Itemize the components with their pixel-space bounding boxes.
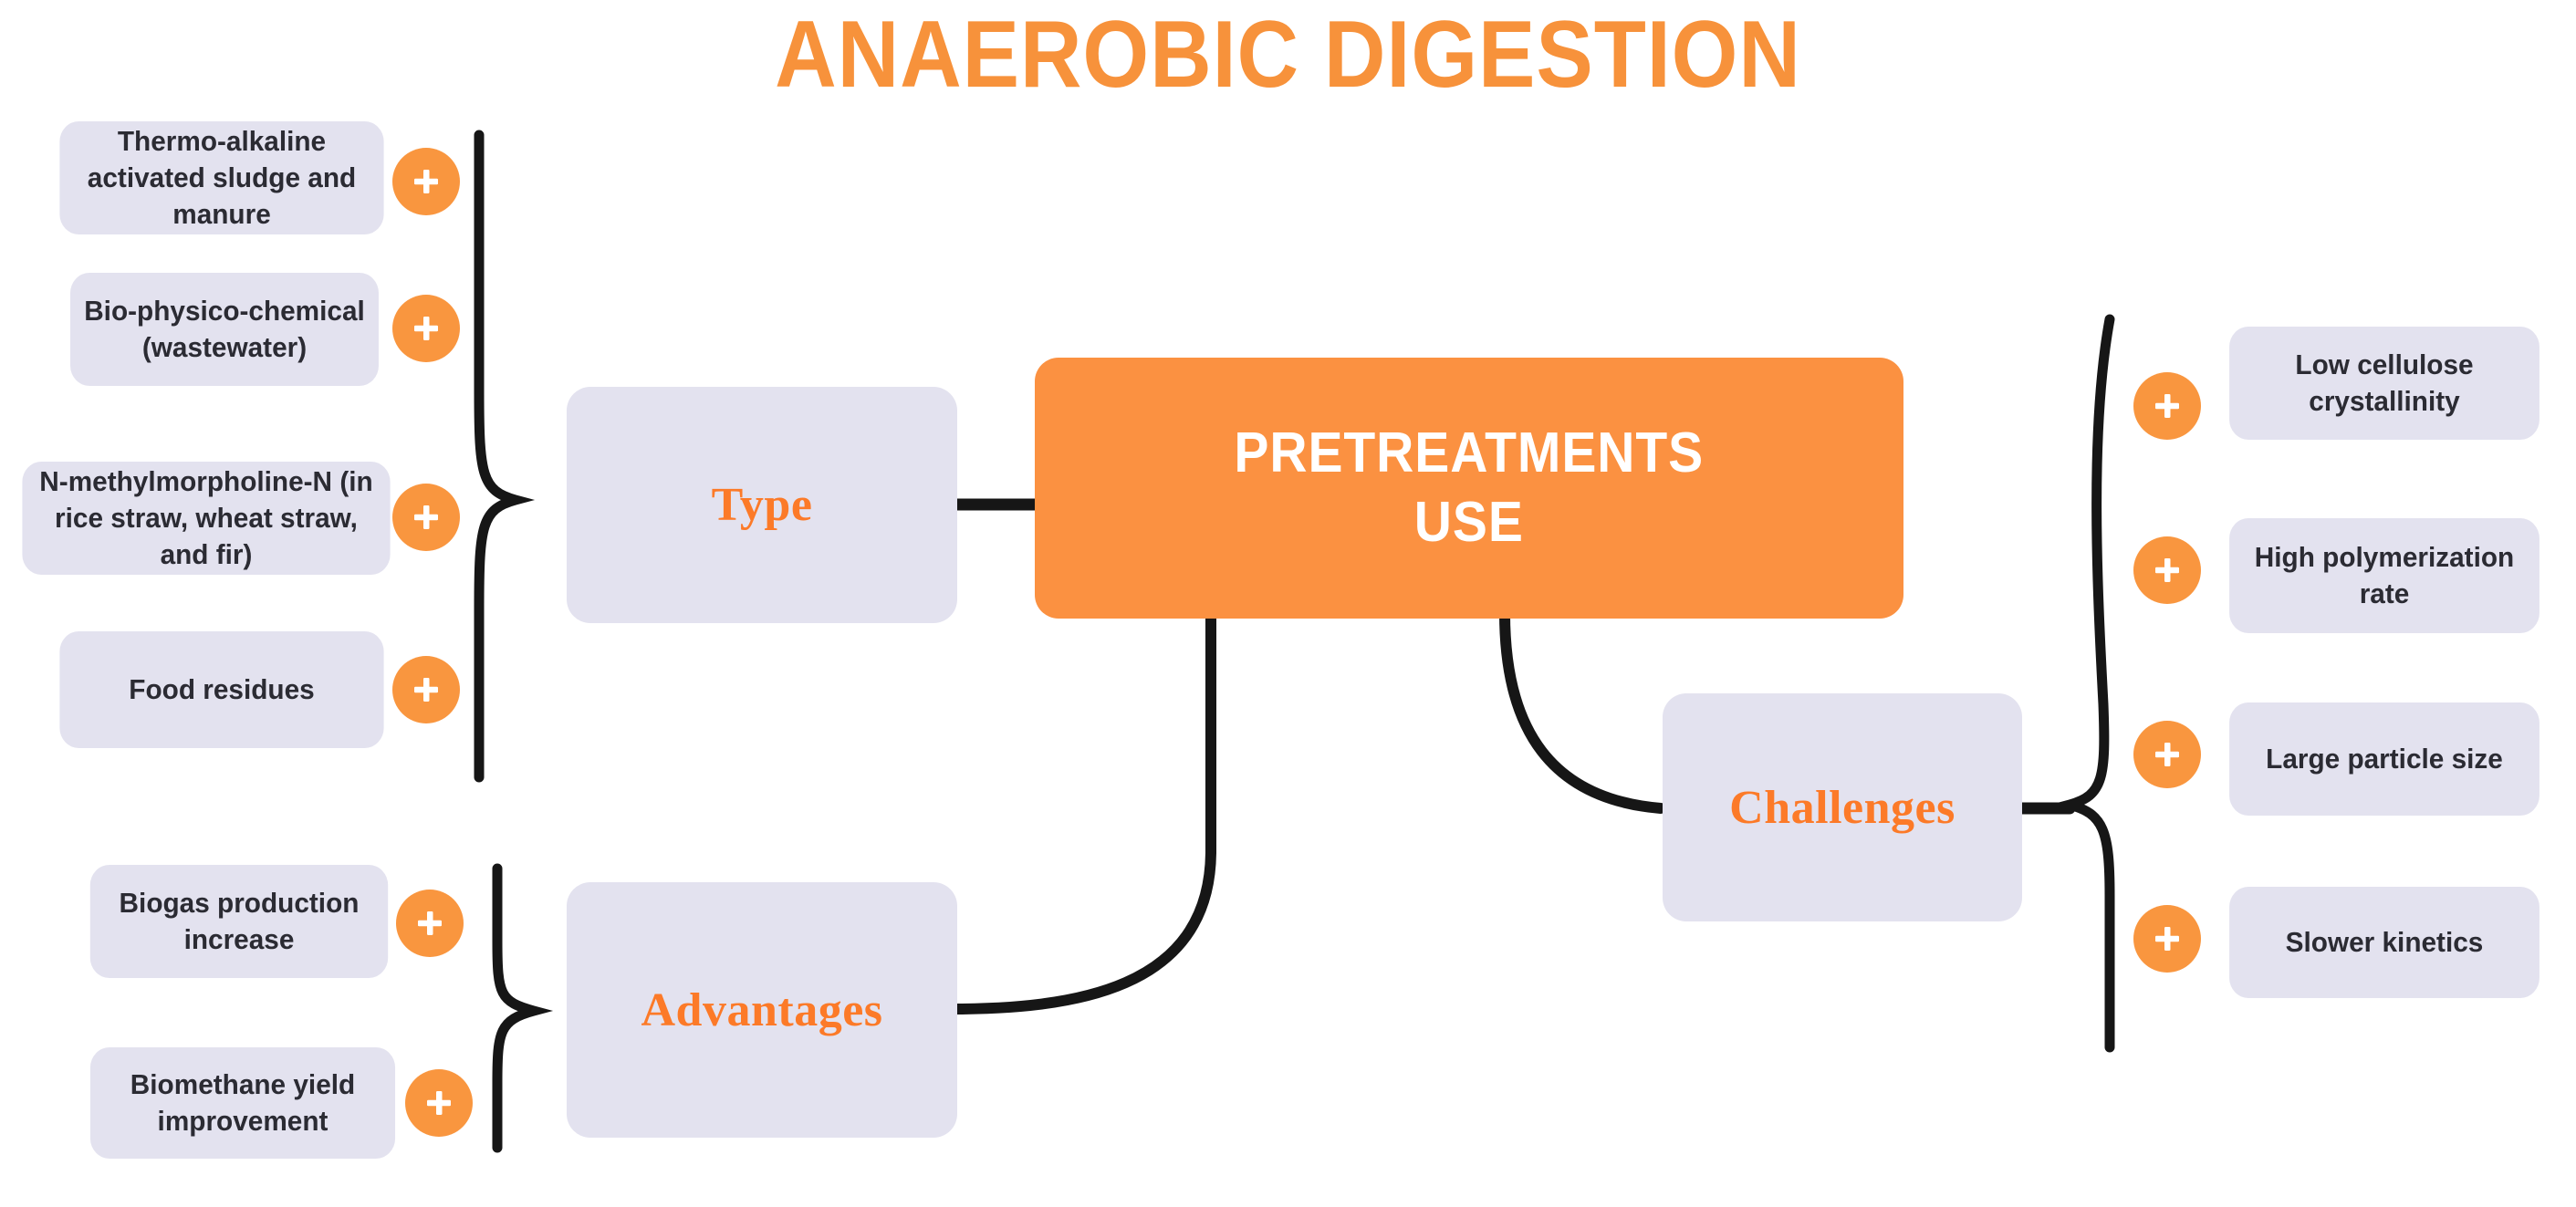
list-item-label: Low cellulose crystallinity [2295, 348, 2474, 417]
list-item-label: N-methylmorpholine-N (in rice straw, whe… [39, 464, 373, 571]
list-item[interactable]: High polymerization rate [2229, 518, 2539, 633]
list-item[interactable]: N-methylmorpholine-N (in rice straw, whe… [22, 462, 391, 575]
brace-advantages [492, 863, 554, 1153]
plus-icon[interactable] [392, 295, 460, 362]
plus-icon[interactable] [2133, 372, 2201, 440]
list-item[interactable]: Bio-physico-chemical (wastewater) [70, 273, 379, 386]
plus-icon[interactable] [2133, 536, 2201, 604]
branch-node-challenges[interactable]: Challenges [1663, 693, 2022, 921]
branch-label: Type [711, 479, 813, 531]
list-item-label: Biogas production increase [119, 886, 360, 955]
list-item-label: Food residues [129, 672, 315, 705]
list-item[interactable]: Slower kinetics [2229, 887, 2539, 998]
link-advantages-to-center [944, 608, 1216, 1015]
plus-icon[interactable] [405, 1069, 473, 1137]
branch-node-advantages[interactable]: Advantages [567, 882, 957, 1138]
list-item[interactable]: Biogas production increase [89, 865, 389, 978]
link-center-to-challenges [1499, 608, 1666, 814]
center-node-line-1: PRETREATMENTS [1234, 421, 1705, 485]
list-item[interactable]: Thermo-alkaline activated sludge and man… [59, 121, 384, 234]
branch-label: Advantages [641, 983, 883, 1036]
list-item[interactable]: Low cellulose crystallinity [2229, 327, 2539, 440]
center-node-line-2: USE [1413, 491, 1525, 554]
list-item-label: High polymerization rate [2254, 540, 2515, 609]
page-title: ANAEROBIC DIGESTION [775, 2, 1801, 108]
center-node[interactable]: PRETREATMENTS USE [1035, 358, 1903, 619]
brace-challenges [2049, 314, 2115, 1053]
plus-icon[interactable] [392, 148, 460, 215]
list-item-label: Biomethane yield improvement [130, 1067, 356, 1137]
branch-label: Challenges [1729, 781, 1955, 834]
list-item[interactable]: Biomethane yield improvement [89, 1047, 396, 1159]
list-item-label: Bio-physico-chemical (wastewater) [84, 294, 365, 363]
list-item-label: Slower kinetics [2285, 925, 2484, 958]
brace-type [474, 130, 536, 783]
plus-icon[interactable] [2133, 905, 2201, 973]
plus-icon[interactable] [2133, 721, 2201, 788]
list-item-label: Large particle size [2266, 742, 2503, 775]
list-item[interactable]: Large particle size [2229, 702, 2539, 816]
plus-icon[interactable] [392, 656, 460, 723]
plus-icon[interactable] [396, 890, 464, 957]
branch-node-type[interactable]: Type [567, 387, 957, 623]
list-item-label: Thermo-alkaline activated sludge and man… [87, 124, 357, 231]
plus-icon[interactable] [392, 484, 460, 551]
list-item[interactable]: Food residues [59, 631, 384, 748]
